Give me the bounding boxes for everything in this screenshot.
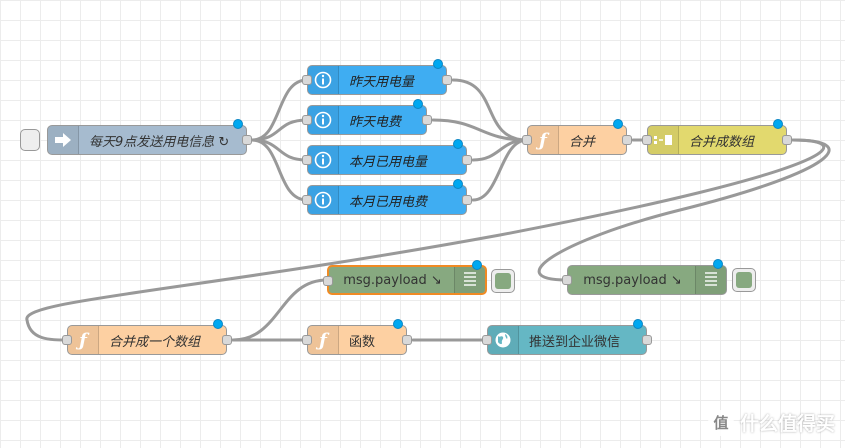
input-port[interactable]	[302, 155, 312, 165]
inject-trigger-button[interactable]	[20, 129, 40, 151]
join-icon	[648, 126, 679, 154]
watermark-text: 什么值得买	[739, 413, 835, 435]
join-node-label: 合并成数组	[689, 134, 755, 150]
arrow-right-icon	[48, 126, 79, 154]
input-port[interactable]	[302, 335, 312, 345]
info-node-month-usage[interactable]: 本月已用电量	[302, 139, 472, 175]
function-node-merge[interactable]: ƒ 合并	[522, 119, 632, 155]
function-node-label: 函数	[349, 334, 376, 350]
changed-indicator	[453, 139, 463, 149]
changed-indicator	[453, 179, 463, 189]
info-node-label: 本月已用电量	[349, 154, 428, 170]
inject-output-port[interactable]	[242, 135, 252, 145]
function-icon: ƒ	[68, 326, 99, 354]
wire-inject-info1[interactable]	[250, 78, 309, 142]
input-port[interactable]	[562, 275, 572, 285]
debug-node-label: msg.payload ↘	[343, 272, 442, 288]
info-node-yesterday-usage[interactable]: 昨天用电量	[302, 59, 452, 95]
wire-inject-info4[interactable]	[250, 138, 309, 202]
wire-mergearray-debug1[interactable]	[231, 278, 329, 342]
output-port[interactable]	[782, 135, 792, 145]
debug-toggle-button[interactable]	[732, 268, 756, 292]
list-icon	[695, 266, 726, 294]
output-port[interactable]	[462, 155, 472, 165]
wire-join-mergearray[interactable]	[25, 138, 826, 342]
info-node-label: 本月已用电费	[349, 194, 428, 210]
input-port[interactable]	[62, 335, 72, 345]
info-icon	[308, 106, 339, 134]
changed-indicator	[413, 99, 423, 109]
changed-indicator	[433, 59, 443, 69]
join-node[interactable]: 合并成数组	[642, 119, 792, 155]
smzdm-logo-icon: 值	[707, 409, 734, 436]
input-port[interactable]	[642, 135, 652, 145]
inject-node[interactable]: 每天9点发送用电信息 ↻	[20, 119, 252, 155]
output-port[interactable]	[462, 195, 472, 205]
inject-node-label: 每天9点发送用电信息 ↻	[89, 134, 230, 150]
output-port[interactable]	[642, 335, 652, 345]
info-node-yesterday-fee[interactable]: 昨天电费	[302, 99, 432, 135]
output-port[interactable]	[422, 115, 432, 125]
debug-node-2[interactable]: msg.payload ↘	[562, 259, 756, 295]
debug-toggle-button[interactable]	[491, 269, 515, 293]
function-icon: ƒ	[528, 126, 559, 154]
input-port[interactable]	[323, 276, 333, 286]
input-port[interactable]	[482, 335, 492, 345]
info-node-month-fee[interactable]: 本月已用电费	[302, 179, 472, 215]
http-request-node[interactable]: 推送到企业微信	[482, 319, 652, 355]
function-node-label: 合并	[569, 134, 596, 150]
watermark: 值 什么值得买	[707, 409, 835, 436]
wire-info4-merge[interactable]	[471, 138, 529, 202]
input-port[interactable]	[522, 135, 532, 145]
input-port[interactable]	[302, 115, 312, 125]
output-port[interactable]	[442, 75, 452, 85]
wire-info1-merge[interactable]	[451, 78, 529, 142]
function-node[interactable]: ƒ 函数	[302, 319, 412, 355]
output-port[interactable]	[222, 335, 232, 345]
function-icon: ƒ	[308, 326, 339, 354]
info-icon	[308, 66, 339, 94]
list-icon	[454, 267, 485, 293]
wire-info2-merge[interactable]	[431, 118, 529, 142]
output-port[interactable]	[622, 135, 632, 145]
changed-indicator	[773, 119, 783, 129]
debug-node-1[interactable]: msg.payload ↘	[323, 260, 515, 295]
changed-indicator	[393, 319, 403, 329]
input-port[interactable]	[302, 75, 312, 85]
changed-indicator	[613, 119, 623, 129]
debug-node-label: msg.payload ↘	[583, 272, 682, 288]
globe-icon	[488, 326, 519, 354]
wire-join-debug2[interactable]	[537, 138, 831, 282]
info-node-label: 昨天电费	[349, 114, 402, 130]
changed-indicator	[633, 319, 643, 329]
input-port[interactable]	[302, 195, 312, 205]
changed-indicator	[233, 119, 243, 129]
info-icon	[308, 186, 339, 214]
changed-indicator	[472, 260, 482, 270]
info-icon	[308, 146, 339, 174]
output-port[interactable]	[402, 335, 412, 345]
function-node-label: 合并成一个数组	[109, 334, 201, 350]
changed-indicator	[213, 319, 223, 329]
info-node-label: 昨天用电量	[349, 74, 415, 90]
function-node-merge-array[interactable]: ƒ 合并成一个数组	[62, 319, 232, 355]
changed-indicator	[713, 259, 723, 269]
http-node-label: 推送到企业微信	[529, 334, 621, 350]
